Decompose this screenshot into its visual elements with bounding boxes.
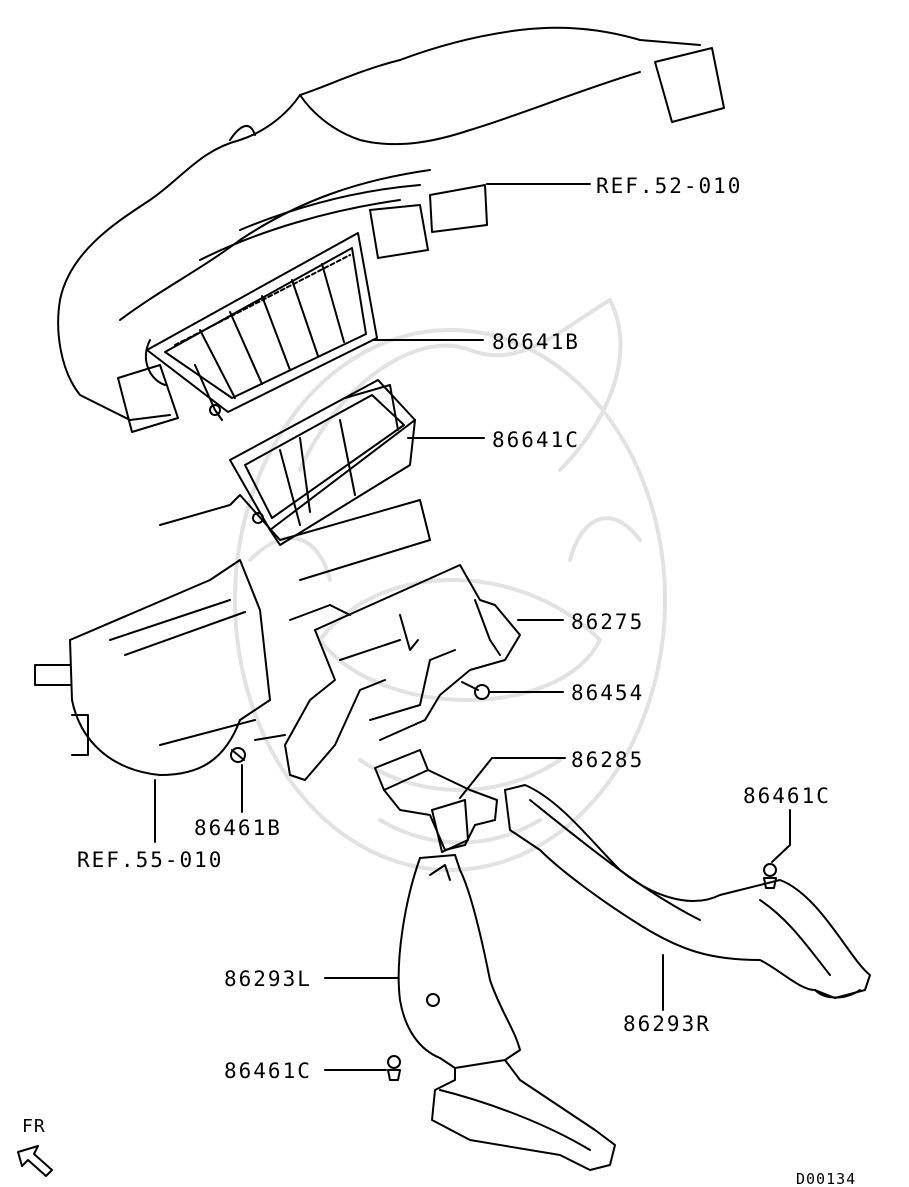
part-86454-screw xyxy=(462,682,489,699)
callout-86461C-right: 86461C xyxy=(743,784,831,808)
part-86641C-vent-box xyxy=(230,380,415,545)
callout-86461B: 86461B xyxy=(194,816,282,840)
callout-86641B: 86641B xyxy=(492,330,580,354)
watermark-emblem xyxy=(235,300,665,870)
clip-86461B xyxy=(231,748,245,762)
callout-86293R: 86293R xyxy=(623,1012,711,1036)
clip-86461C-right xyxy=(764,864,776,888)
part-86293R-duct xyxy=(505,785,870,998)
callout-leader-lines xyxy=(155,184,790,1070)
front-direction-arrow-icon xyxy=(18,1146,52,1176)
callout-86275: 86275 xyxy=(571,610,645,634)
dash-duct-ref-52-010 xyxy=(58,28,724,432)
part-86641B-grille xyxy=(147,233,377,420)
callout-86461C-left: 86461C xyxy=(224,1059,312,1083)
part-86293L-duct xyxy=(399,855,615,1170)
callout-86454: 86454 xyxy=(571,681,645,705)
callout-86641C: 86641C xyxy=(492,428,580,452)
callout-ref-52-010: REF.52-010 xyxy=(596,174,743,198)
clip-86461C-left xyxy=(388,1056,400,1080)
diagram-id: D00134 xyxy=(796,1170,857,1187)
callout-ref-55-010: REF.55-010 xyxy=(77,848,224,872)
callout-86285: 86285 xyxy=(571,748,645,772)
callout-86293L: 86293L xyxy=(224,967,312,991)
orientation-label: FR xyxy=(22,1116,46,1137)
part-86275-duct xyxy=(255,565,520,780)
heater-unit-ref-55-010 xyxy=(35,495,430,775)
part-86285-duct xyxy=(375,750,497,852)
